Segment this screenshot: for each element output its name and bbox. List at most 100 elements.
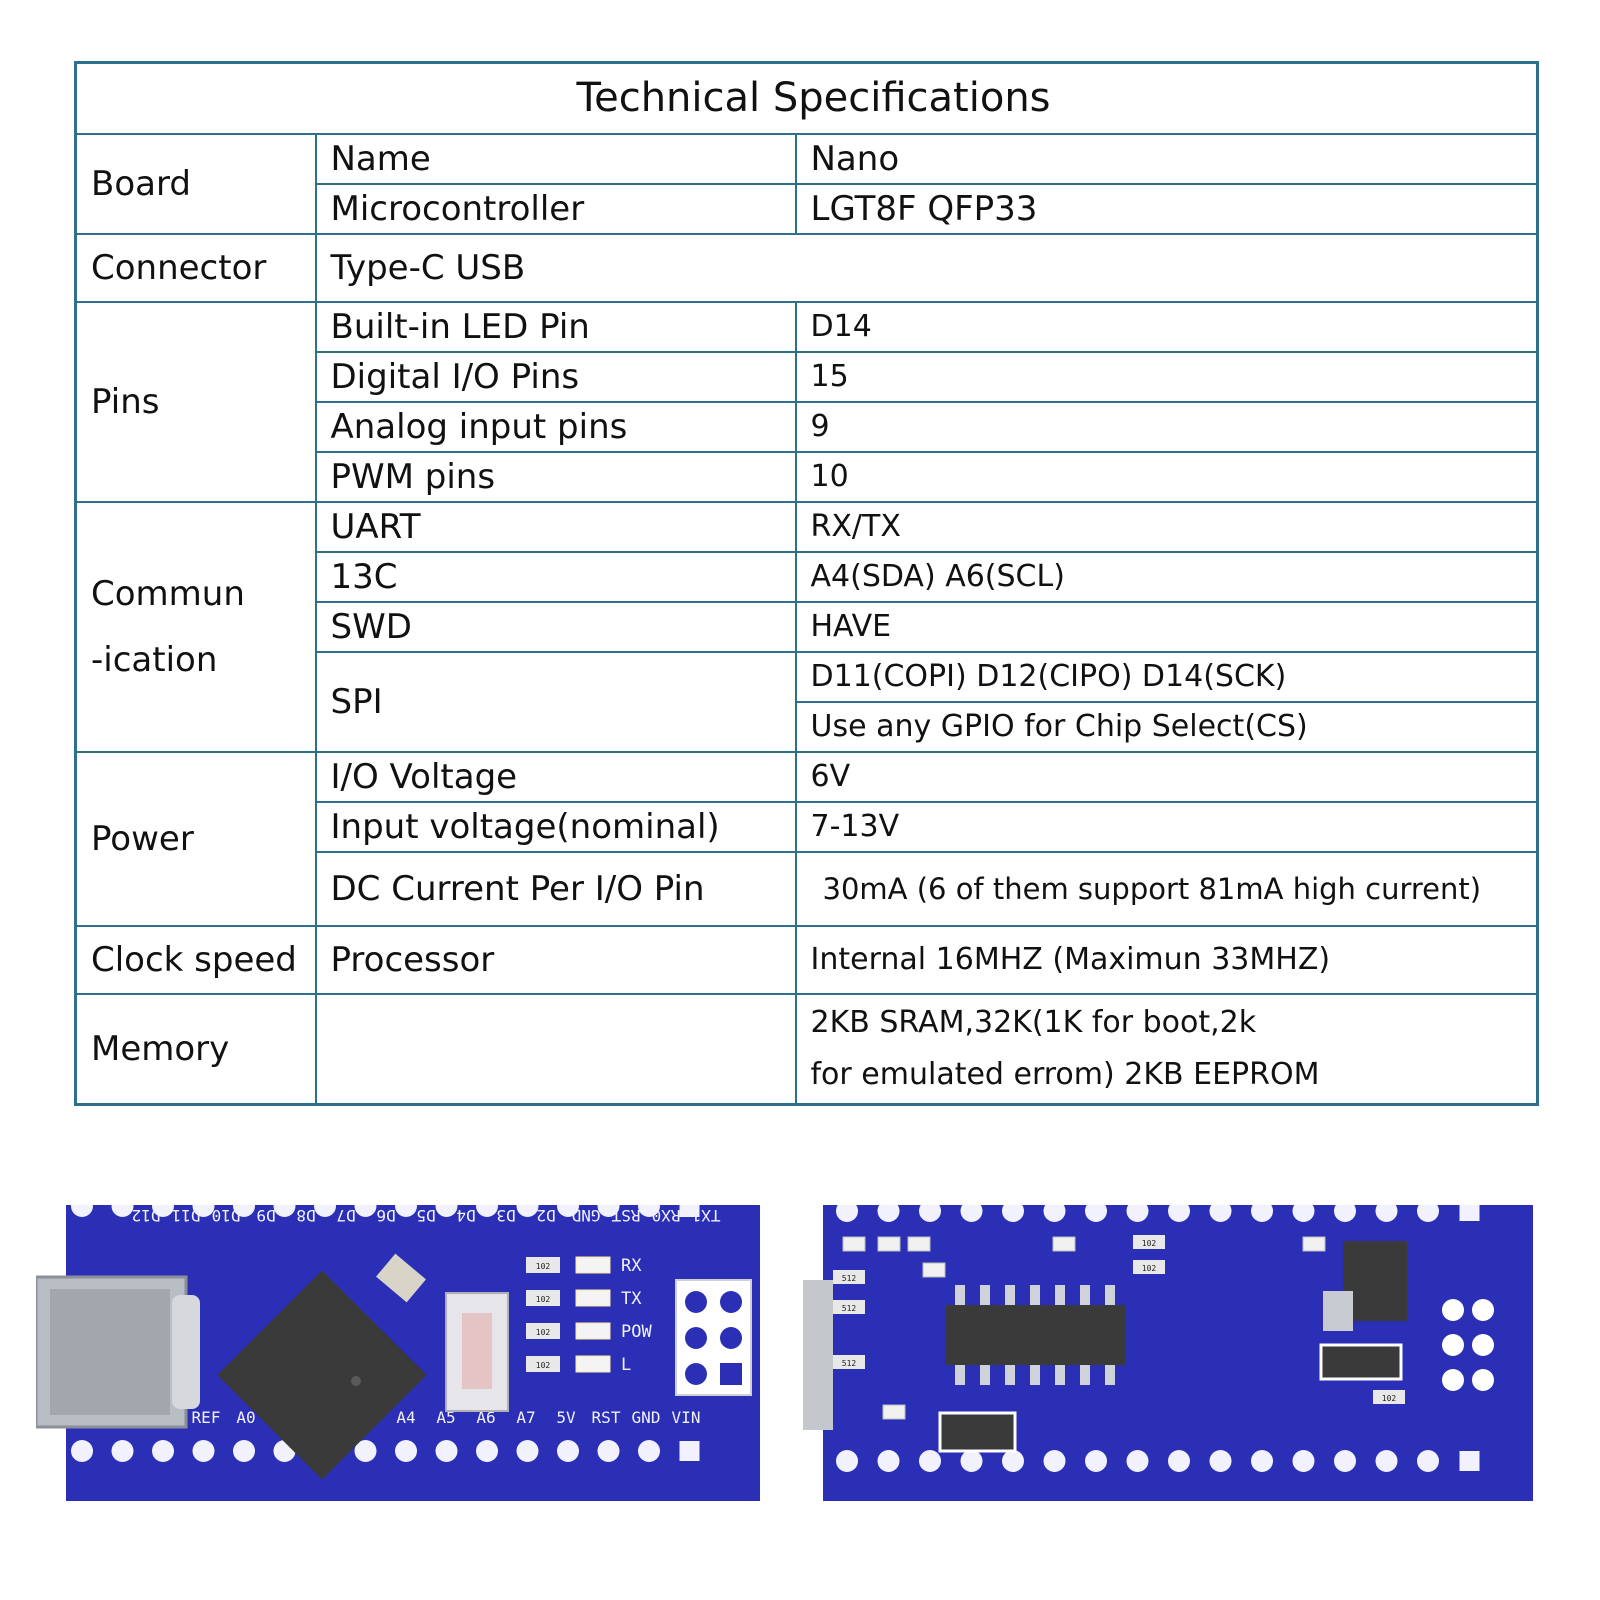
usb-c-connector-back-icon [803,1280,833,1430]
row-label-spi: SPI [314,650,797,753]
diode-icon [938,1411,1017,1453]
row-value-io-voltage: 6V [794,750,1539,803]
top-pin-label: D6 [376,1206,395,1225]
resistor-code: 102 [536,1361,551,1370]
header-pad [1085,1450,1107,1472]
resistor-code: 512 [842,1274,857,1283]
header-pad [836,1205,858,1222]
header-pad [1251,1205,1273,1222]
category-memory: Memory [74,992,317,1106]
reset-button-icon [445,1292,509,1412]
row-value-i2c: A4(SDA) A6(SCL) [794,550,1539,603]
header-pad [354,1205,377,1217]
header-pad [71,1205,93,1217]
header-pad [152,1440,174,1462]
capacitor-icon [1319,1343,1403,1381]
category-connector: Connector [74,232,317,303]
smd-capacitor-icon [877,1236,901,1252]
header-pad [516,1440,539,1462]
icsp-header-icon [675,1279,752,1396]
header-pad [679,1441,700,1461]
top-pin-label: D10 [212,1206,241,1225]
memory-line1: 2KB SRAM,32K(1K for boot,2k [810,1004,1257,1040]
resistor-code: 512 [842,1359,857,1368]
header-pad [1334,1450,1356,1472]
header-pad [1334,1205,1356,1222]
header-pad [192,1440,215,1462]
row-label-i2c: 13C [314,550,797,603]
row-label-io-voltage: I/O Voltage [314,750,797,803]
header-pad [395,1440,417,1462]
resistor-code: 102 [536,1328,551,1337]
header-pad [314,1205,336,1217]
header-pad [1043,1205,1066,1222]
top-pin-label: D5 [416,1206,435,1225]
header-pad [1168,1205,1190,1222]
category-communication-line2: -ication [91,639,218,680]
resistor-code: 102 [1142,1239,1157,1248]
top-pin-label: RST [611,1206,640,1225]
bottom-pin-label: A4 [396,1408,415,1427]
header-pad [111,1440,134,1462]
top-pin-label: D7 [336,1206,355,1225]
resistor-code: 102 [1142,1264,1157,1273]
row-value-name: Nano [794,132,1539,185]
resistor-code: 512 [842,1304,857,1313]
smd-capacitor-icon [922,1262,946,1278]
row-label-dc-current: DC Current Per I/O Pin [314,850,797,927]
resistor-icon [526,1290,560,1306]
led-icon [575,1355,611,1373]
header-pad [597,1205,620,1217]
header-pad [1209,1205,1232,1222]
header-pad [192,1205,215,1217]
header-pad [919,1205,941,1222]
header-pad [1002,1205,1024,1222]
header-pad [476,1440,498,1462]
resistor-icon [1373,1390,1405,1404]
usb-c-connector-icon [36,1275,200,1429]
row-value-dc-current: 30mA (6 of them support 81mA high curren… [794,850,1539,927]
row-value-spi-cs: Use any GPIO for Chip Select(CS) [794,700,1539,753]
header-pad [1085,1205,1107,1222]
row-label-digital-pins: Digital I/O Pins [314,350,797,403]
header-pad [1459,1451,1480,1471]
led-label: TX [621,1289,642,1309]
header-pad [557,1440,579,1462]
header-pad [1292,1205,1315,1222]
header-pad [435,1440,458,1462]
header-pad [919,1450,941,1472]
row-label-microcontroller: Microcontroller [314,182,797,235]
header-pad [354,1440,377,1462]
resistor-icon [833,1355,865,1369]
top-pin-label: D8 [296,1206,315,1225]
row-value-pwm-pins: 10 [794,450,1539,503]
header-pad [1002,1450,1024,1472]
header-pad [233,1440,255,1462]
header-pad [1459,1205,1480,1221]
header-pad [638,1440,660,1462]
row-value-memory: 2KB SRAM,32K(1K for boot,2k for emulated… [794,992,1539,1106]
header-pad [1043,1450,1066,1472]
category-clock-speed: Clock speed [74,924,317,995]
bottom-pin-label: 5V [556,1408,576,1427]
resistor-icon [526,1257,560,1273]
top-pin-label: D3 [496,1206,515,1225]
header-pad [435,1205,458,1217]
led-label: POW [621,1322,652,1342]
header-pad [71,1440,93,1462]
row-label-pwm-pins: PWM pins [314,450,797,503]
bottom-pin-label: A7 [516,1408,535,1427]
row-label-analog-pins: Analog input pins [314,400,797,453]
spec-table: Technical Specifications Board Name Nano… [74,61,1539,1106]
row-value-analog-pins: 9 [794,400,1539,453]
row-value-digital-pins: 15 [794,350,1539,403]
header-pad [1375,1205,1398,1222]
category-communication-line1: Commun [91,573,245,614]
header-pad [960,1450,983,1472]
category-communication: Commun -ication [74,500,317,753]
